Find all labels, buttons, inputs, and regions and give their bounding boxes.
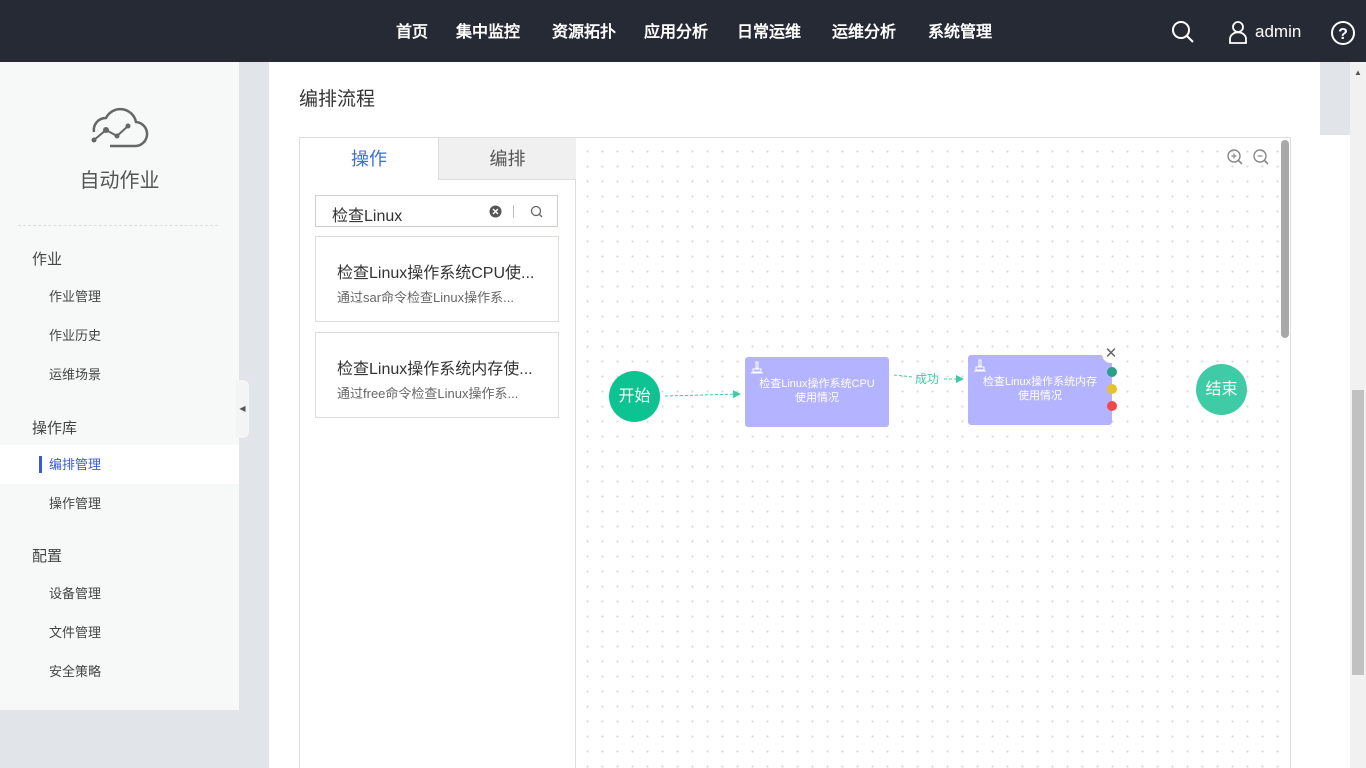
search-icon[interactable] bbox=[1171, 20, 1195, 44]
nav-system[interactable]: 系统管理 bbox=[928, 24, 993, 41]
zoom-in-icon[interactable] bbox=[1227, 149, 1244, 166]
flow-edges bbox=[664, 374, 964, 399]
operation-icon bbox=[751, 361, 763, 374]
flow-node-memory[interactable]: 检查Linux操作系统内存使用情况 bbox=[968, 355, 1112, 425]
end-node[interactable]: 结束 bbox=[1196, 364, 1247, 415]
node-label: 检查Linux操作系统内存使用情况 bbox=[982, 376, 1098, 402]
collapse-sidebar-button[interactable]: ◀ bbox=[236, 380, 249, 438]
delete-node-icon[interactable]: ✕ bbox=[1102, 345, 1120, 363]
card-desc: 通过free命令检查Linux操作系... bbox=[337, 386, 519, 401]
sidebar-item-job-history[interactable]: 作业历史 bbox=[49, 328, 102, 343]
edge-start-to-node1 bbox=[664, 390, 741, 399]
username[interactable]: admin bbox=[1255, 22, 1302, 41]
sidebar: 自动作业 作业 作业管理 作业历史 运维场景 操作库 编排管理 操作管理 配置 … bbox=[0, 62, 239, 710]
tab-operations[interactable]: 操作 bbox=[351, 149, 387, 169]
divider bbox=[18, 225, 218, 226]
sidebar-item-orchestration[interactable]: 编排管理 bbox=[0, 445, 239, 484]
search-input[interactable]: 检查Linux bbox=[315, 195, 558, 227]
nav-daily-ops[interactable]: 日常运维 bbox=[737, 24, 802, 41]
start-node[interactable]: 开始 bbox=[609, 371, 660, 422]
separator bbox=[513, 205, 514, 218]
nav-topology[interactable]: 资源拓扑 bbox=[552, 24, 617, 41]
sidebar-item-job-management[interactable]: 作业管理 bbox=[49, 289, 102, 304]
gutter bbox=[1320, 62, 1350, 135]
clear-icon[interactable] bbox=[489, 205, 502, 218]
operation-list-pane: 操作 编排 检查Linux 检查Linux操作系统CPU使... 通过sar命令… bbox=[300, 138, 576, 768]
user-icon[interactable] bbox=[1228, 20, 1248, 44]
canvas-scrollbar[interactable] bbox=[1281, 140, 1289, 338]
tab-orchestration[interactable]: 编排 bbox=[438, 138, 576, 180]
warning-port[interactable] bbox=[1107, 384, 1117, 394]
sidebar-item-operation-management[interactable]: 操作管理 bbox=[49, 496, 102, 511]
page-scrollbar-thumb[interactable] bbox=[1352, 390, 1364, 675]
sidebar-item-security-policy[interactable]: 安全策略 bbox=[49, 664, 102, 679]
automation-cloud-icon bbox=[91, 107, 149, 148]
card-title: 检查Linux操作系统CPU使... bbox=[337, 265, 535, 282]
failure-port[interactable] bbox=[1107, 401, 1117, 411]
top-header: 首页 集中监控 资源拓扑 应用分析 日常运维 运维分析 系统管理 admin ? bbox=[0, 0, 1366, 62]
nav-ops-analysis[interactable]: 运维分析 bbox=[832, 24, 897, 41]
edge-label: 成功 bbox=[915, 372, 940, 386]
sidebar-item-device-management[interactable]: 设备管理 bbox=[49, 586, 102, 601]
edge-node1-to-node2 bbox=[893, 374, 914, 378]
svg-text:?: ? bbox=[1338, 26, 1348, 43]
search-value: 检查Linux bbox=[332, 208, 403, 225]
help-icon[interactable]: ? bbox=[1330, 20, 1356, 46]
nav-monitor[interactable]: 集中监控 bbox=[456, 24, 521, 41]
group-config: 配置 bbox=[32, 548, 63, 565]
sidebar-title: 自动作业 bbox=[79, 170, 160, 192]
nav-home[interactable]: 首页 bbox=[396, 24, 429, 41]
sidebar-item-file-management[interactable]: 文件管理 bbox=[49, 625, 102, 640]
card-title: 检查Linux操作系统内存使... bbox=[337, 361, 533, 378]
zoom-out-icon[interactable] bbox=[1253, 149, 1270, 166]
gutter-white bbox=[1320, 135, 1350, 768]
flow-canvas[interactable]: 成功 开始 检查Linux操作系统CPU使用情况 检查Linux操作系统内存使用… bbox=[576, 138, 1290, 768]
search-icon[interactable] bbox=[530, 205, 543, 218]
node-label: 检查Linux操作系统CPU使用情况 bbox=[759, 378, 875, 404]
operation-card[interactable]: 检查Linux操作系统内存使... 通过free命令检查Linux操作系... bbox=[315, 332, 559, 418]
success-port[interactable] bbox=[1107, 367, 1117, 377]
card-desc: 通过sar命令检查Linux操作系... bbox=[337, 290, 514, 305]
nav-app-analysis[interactable]: 应用分析 bbox=[644, 24, 709, 41]
group-operation-library: 操作库 bbox=[32, 420, 78, 437]
operation-card[interactable]: 检查Linux操作系统CPU使... 通过sar命令检查Linux操作系... bbox=[315, 236, 559, 322]
orchestration-panel: 操作 编排 检查Linux 检查Linux操作系统CPU使... 通过sar命令… bbox=[299, 137, 1291, 768]
operation-icon bbox=[974, 359, 986, 372]
sidebar-item-ops-scenes[interactable]: 运维场景 bbox=[49, 367, 102, 382]
flow-node-cpu[interactable]: 检查Linux操作系统CPU使用情况 bbox=[745, 357, 889, 427]
group-jobs: 作业 bbox=[32, 251, 63, 268]
page-title: 编排流程 bbox=[299, 89, 376, 110]
